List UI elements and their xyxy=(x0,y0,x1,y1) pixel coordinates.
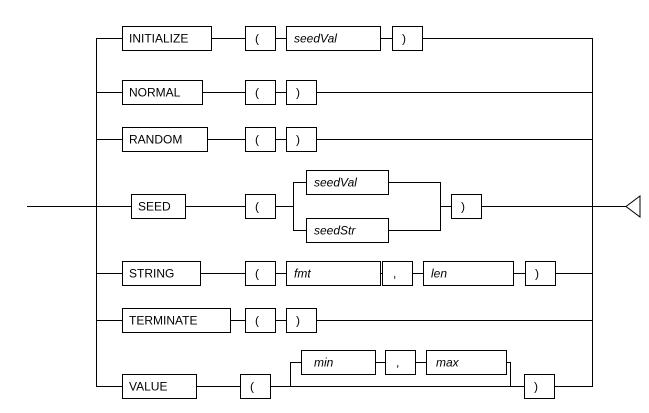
token-box-value-min[interactable] xyxy=(301,350,376,375)
token-box-random-rparen[interactable] xyxy=(286,127,317,152)
token-label-value-comma: , xyxy=(396,356,399,370)
token-box-normal-keyword[interactable] xyxy=(122,80,203,105)
token-label-seed-seedval: seedVal xyxy=(314,176,357,190)
token-label-string-rparen: ) xyxy=(535,267,539,281)
token-label-string-keyword: STRING xyxy=(129,267,174,281)
alternative-row-value: VALUE ( min , max ) xyxy=(96,350,593,399)
token-label-seed-lparen: ( xyxy=(255,200,259,214)
token-box-normal-lparen[interactable] xyxy=(245,80,276,105)
token-box-value-keyword[interactable] xyxy=(122,374,197,399)
token-box-initialize-rparen[interactable] xyxy=(392,26,423,51)
token-box-string-keyword[interactable] xyxy=(122,261,201,286)
token-box-terminate-keyword[interactable] xyxy=(122,308,231,333)
token-label-string-lparen: ( xyxy=(255,267,259,281)
token-box-string-fmt[interactable] xyxy=(286,261,381,286)
alternative-row-terminate: TERMINATE ( ) xyxy=(96,308,593,333)
token-label-normal-lparen: ( xyxy=(255,86,259,100)
token-box-seed-lparen[interactable] xyxy=(245,194,276,219)
token-label-value-min: min xyxy=(314,356,334,370)
token-label-value-lparen: ( xyxy=(250,380,254,394)
token-label-seed-rparen: ) xyxy=(461,200,465,214)
token-box-terminate-rparen[interactable] xyxy=(286,308,317,333)
token-box-initialize-lparen[interactable] xyxy=(245,26,276,51)
exit-arrow-icon xyxy=(625,195,641,218)
token-label-random-lparen: ( xyxy=(255,133,259,147)
token-box-string-rparen[interactable] xyxy=(525,261,556,286)
token-label-random-keyword: RANDOM xyxy=(129,133,182,147)
token-box-initialize-seedval[interactable] xyxy=(286,26,381,51)
alternative-row-random: RANDOM ( ) xyxy=(96,127,593,152)
token-label-seed-seedstr: seedStr xyxy=(314,224,356,238)
token-box-seed-seedstr[interactable] xyxy=(306,218,389,243)
token-box-initialize-keyword[interactable] xyxy=(122,26,212,51)
token-box-value-max[interactable] xyxy=(426,350,507,375)
token-label-value-keyword: VALUE xyxy=(129,380,167,394)
token-box-string-len[interactable] xyxy=(423,261,514,286)
alternative-row-initialize: INITIALIZE ( seedVal ) xyxy=(96,26,593,51)
token-box-value-comma[interactable] xyxy=(385,350,416,375)
token-label-string-comma: , xyxy=(393,267,396,281)
token-box-string-comma[interactable] xyxy=(382,261,413,286)
token-box-string-lparen[interactable] xyxy=(245,261,276,286)
alternative-row-string: STRING ( fmt , len ) xyxy=(96,261,593,286)
token-label-terminate-keyword: TERMINATE xyxy=(129,314,197,328)
token-label-terminate-lparen: ( xyxy=(255,314,259,328)
token-label-seed-keyword: SEED xyxy=(138,200,171,214)
token-box-random-lparen[interactable] xyxy=(245,127,276,152)
alternative-row-normal: NORMAL ( ) xyxy=(96,80,593,105)
token-label-terminate-rparen: ) xyxy=(296,314,300,328)
token-box-seed-rparen[interactable] xyxy=(451,194,482,219)
token-box-value-lparen[interactable] xyxy=(240,374,271,399)
token-label-value-rparen: ) xyxy=(534,380,538,394)
token-label-initialize-rparen: ) xyxy=(402,32,406,46)
token-label-initialize-lparen: ( xyxy=(255,32,259,46)
token-box-value-rparen[interactable] xyxy=(524,374,555,399)
token-box-normal-rparen[interactable] xyxy=(286,80,317,105)
token-label-normal-rparen: ) xyxy=(296,86,300,100)
token-label-string-fmt: fmt xyxy=(294,267,311,281)
token-label-string-len: len xyxy=(431,267,447,281)
token-label-initialize-seedval: seedVal xyxy=(294,32,337,46)
token-label-value-max: max xyxy=(436,356,460,370)
token-label-initialize-keyword: INITIALIZE xyxy=(129,32,188,46)
alternative-row-seed: SEED ( seedVal seedStr ) xyxy=(96,170,593,243)
token-label-normal-keyword: NORMAL xyxy=(129,86,181,100)
token-box-terminate-lparen[interactable] xyxy=(245,308,276,333)
token-label-random-rparen: ) xyxy=(296,133,300,147)
token-box-seed-seedval[interactable] xyxy=(306,170,389,195)
